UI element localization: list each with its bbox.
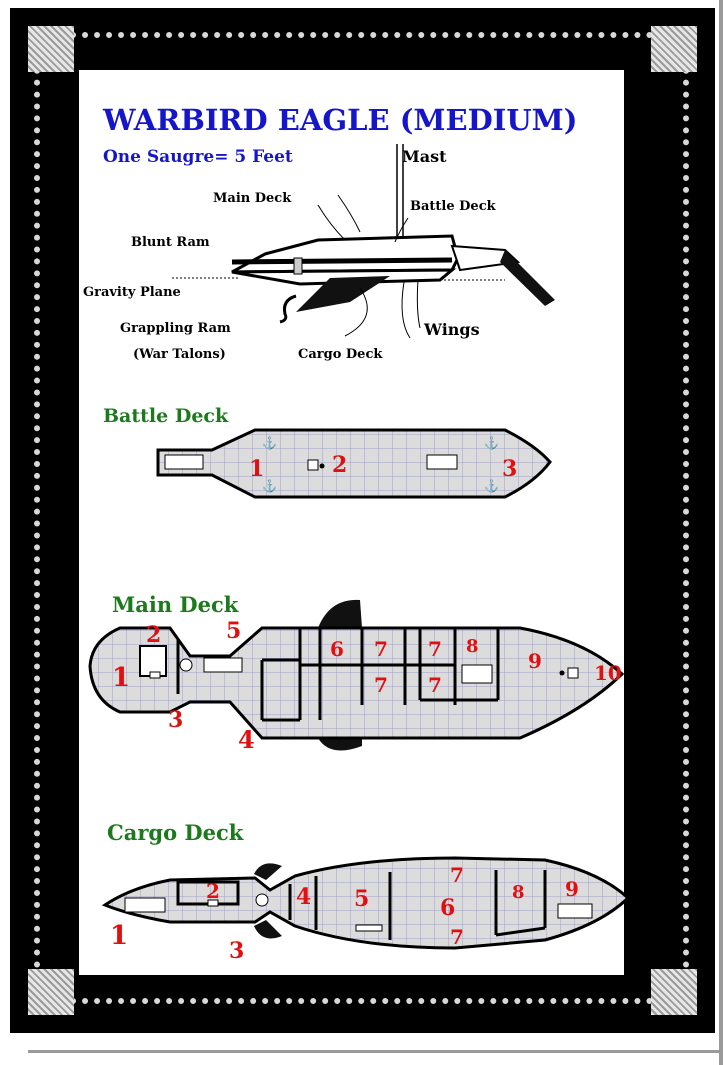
cargo-deck-num-9: 9 bbox=[565, 877, 579, 901]
label-mast: Mast bbox=[402, 147, 447, 166]
cargo-deck-plan bbox=[101, 856, 631, 950]
label-blunt-ram: Blunt Ram bbox=[131, 235, 210, 250]
gear-icon: ⚓ bbox=[262, 479, 277, 493]
page-title: WARBIRD EAGLE (MEDIUM) bbox=[102, 103, 577, 137]
right-rule bbox=[719, 0, 723, 1065]
cargo-deck-num-5: 5 bbox=[354, 886, 369, 912]
main-deck-num-4: 4 bbox=[238, 725, 255, 754]
main-deck-num-7d: 7 bbox=[428, 673, 442, 697]
cargo-deck-num-2: 2 bbox=[206, 879, 220, 903]
frame-corner bbox=[651, 26, 697, 72]
map-panel bbox=[79, 70, 624, 975]
label-battle-deck: Battle Deck bbox=[410, 199, 497, 214]
main-deck-num-7c: 7 bbox=[374, 673, 388, 697]
gear-icon: ⚓ bbox=[484, 436, 499, 450]
label-war-talons: (War Talons) bbox=[133, 347, 226, 362]
heading-main-deck: Main Deck bbox=[112, 592, 239, 617]
scale-note: One Saugre= 5 Feet bbox=[103, 147, 293, 167]
battle-deck-num-3: 3 bbox=[502, 456, 517, 482]
ship-profile bbox=[172, 144, 555, 339]
cargo-deck-num-7b: 7 bbox=[450, 925, 464, 949]
cargo-deck-num-4: 4 bbox=[296, 884, 311, 910]
gear-icon: ⚓ bbox=[484, 479, 499, 493]
main-deck-num-6: 6 bbox=[330, 637, 344, 661]
label-main-deck: Main Deck bbox=[213, 191, 292, 206]
main-deck-num-2: 2 bbox=[146, 622, 161, 648]
cargo-deck-num-1: 1 bbox=[110, 921, 128, 951]
label-wings: Wings bbox=[423, 320, 480, 339]
frame-corner bbox=[28, 26, 74, 72]
main-deck-num-5: 5 bbox=[226, 618, 241, 644]
cargo-deck-num-6: 6 bbox=[440, 895, 455, 921]
cargo-deck-num-3: 3 bbox=[229, 938, 244, 964]
main-deck-num-1: 1 bbox=[112, 663, 130, 693]
battle-deck-num-2: 2 bbox=[332, 452, 347, 478]
heading-battle-deck: Battle Deck bbox=[103, 405, 229, 427]
frame-corner bbox=[28, 969, 74, 1015]
frame-corner bbox=[651, 969, 697, 1015]
main-deck-num-7b: 7 bbox=[428, 637, 442, 661]
main-deck-num-7a: 7 bbox=[374, 637, 388, 661]
main-deck-num-10: 10 bbox=[594, 661, 622, 685]
gear-icon: ⚓ bbox=[262, 436, 277, 450]
label-grappling-ram: Grappling Ram bbox=[120, 321, 231, 336]
label-cargo-deck: Cargo Deck bbox=[298, 347, 383, 362]
main-deck-num-9: 9 bbox=[528, 649, 542, 673]
cargo-deck-num-8: 8 bbox=[512, 882, 525, 903]
label-gravity-plane: Gravity Plane bbox=[83, 285, 181, 300]
main-deck-num-3: 3 bbox=[168, 707, 183, 733]
main-deck-plan bbox=[88, 599, 625, 751]
heading-cargo-deck: Cargo Deck bbox=[107, 820, 244, 845]
main-deck-num-8: 8 bbox=[466, 636, 479, 657]
cargo-deck-num-7a: 7 bbox=[450, 863, 464, 887]
frame-dotted-border bbox=[34, 32, 689, 1004]
battle-deck-plan: ⚓ ⚓ ⚓ ⚓ bbox=[156, 428, 552, 499]
battle-deck-num-1: 1 bbox=[249, 456, 264, 482]
bottom-rule bbox=[28, 1050, 723, 1053]
